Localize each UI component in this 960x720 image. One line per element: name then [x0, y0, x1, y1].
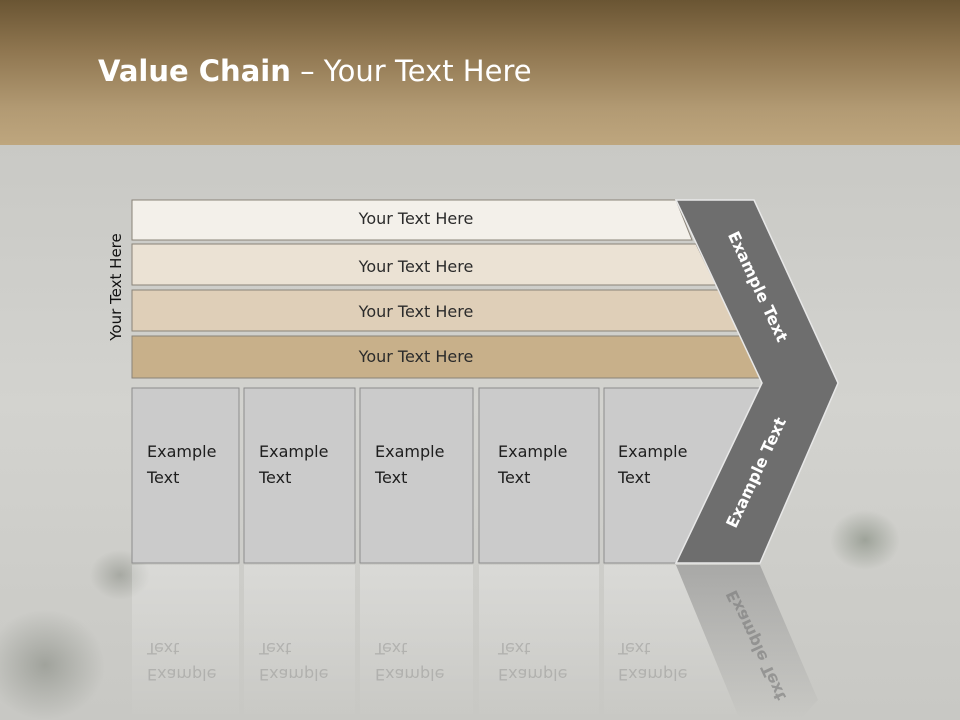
column-1-label-reflection: Example Text: [147, 639, 217, 684]
column-3-reflection: [360, 565, 473, 720]
column-1[interactable]: [131, 387, 240, 564]
title-rest: – Your Text Here: [290, 54, 532, 88]
band-4-label: Your Text Here: [358, 347, 474, 366]
column-3[interactable]: [359, 387, 474, 564]
band-1[interactable]: [131, 199, 693, 241]
column-4-reflection: [479, 565, 599, 720]
column-5-reflection: [604, 565, 740, 720]
chevron-arrow[interactable]: [674, 199, 839, 564]
band-2-label: Your Text Here: [358, 257, 474, 276]
column-5-label-reflection: Example Text: [618, 639, 688, 684]
column-1-label: Example Text: [147, 442, 217, 487]
header-bar: [0, 0, 960, 145]
column-1-reflection: [132, 565, 239, 720]
column-4-label-reflection: Example Text: [498, 639, 568, 684]
column-2-label-reflection: Example Text: [259, 639, 329, 684]
column-5-label: Example Text: [618, 442, 688, 487]
side-label-text: Your Text Here: [107, 233, 125, 341]
column-2-label: Example Text: [259, 442, 329, 487]
column-4-label: Example Text: [498, 442, 568, 487]
band-3-label: Your Text Here: [358, 302, 474, 321]
chevron-reflection: [676, 565, 818, 720]
column-2-reflection: [244, 565, 355, 720]
column-2[interactable]: [243, 387, 356, 564]
column-3-label-reflection: Example Text: [375, 639, 445, 684]
slide-title[interactable]: Value Chain – Your Text Here: [98, 54, 532, 88]
column-3-label: Example Text: [375, 442, 445, 487]
band-1-label: Your Text Here: [358, 209, 474, 228]
title-bold: Value Chain: [98, 54, 291, 88]
column-4[interactable]: [478, 387, 600, 564]
